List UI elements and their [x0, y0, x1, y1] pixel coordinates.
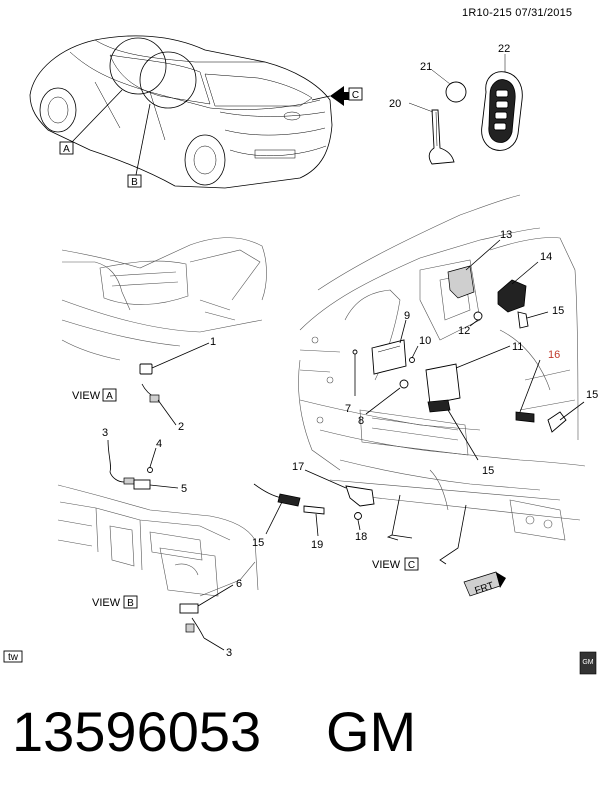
- callout-4: 4: [156, 438, 162, 450]
- callout-21: 21: [420, 61, 432, 73]
- gm-logo-icon: [579, 651, 597, 675]
- callout-16: 16: [548, 349, 560, 361]
- callout-1: 1: [210, 336, 216, 348]
- callout-17: 17: [292, 461, 304, 473]
- diagram-code: 1R10-215: [462, 7, 512, 19]
- view-b-letter: B: [127, 598, 134, 609]
- car-overview-illustration: [29, 35, 352, 189]
- car-ref-c: C: [352, 90, 359, 101]
- view-b-illustration: [57, 439, 259, 651]
- diagram-date: 07/31/2015: [515, 7, 573, 19]
- diagram-header: 1R10-215 07/31/2015: [462, 7, 572, 19]
- car-ref-a: A: [63, 144, 70, 155]
- callout-15-middle: 15: [482, 465, 494, 477]
- view-a-illustration: [61, 237, 267, 426]
- callout-labels: 1 2 3 4 5 6 7 8 9 10 11 12 13 14 15 16 1…: [102, 43, 598, 659]
- view-a-prefix: VIEW: [72, 390, 101, 402]
- callout-22: 22: [498, 43, 510, 55]
- brand-name: GM: [326, 700, 417, 763]
- corner-left-mark: tw: [8, 652, 19, 663]
- callout-5: 5: [181, 483, 187, 495]
- callout-10: 10: [419, 335, 431, 347]
- view-c-illustration: [253, 194, 586, 597]
- part-number: 13596053: [12, 700, 262, 763]
- callout-18: 18: [355, 531, 367, 543]
- view-a-letter-box: [102, 388, 117, 402]
- view-b-prefix: VIEW: [92, 597, 121, 609]
- key-fob-parts: [408, 54, 523, 165]
- car-ref-b: B: [131, 177, 138, 188]
- callout-15-lower: 15: [252, 537, 264, 549]
- corner-left-box: [3, 650, 23, 663]
- view-b-letter-box: [123, 595, 138, 609]
- view-a-letter: A: [106, 391, 113, 402]
- callout-15-right: 15: [586, 389, 598, 401]
- callout-3: 3: [102, 427, 108, 439]
- callout-19: 19: [311, 539, 323, 551]
- car-ref-b-box: [127, 174, 142, 188]
- view-c-prefix: VIEW: [372, 559, 401, 571]
- view-c-letter: C: [408, 560, 415, 571]
- callout-8: 8: [358, 415, 364, 427]
- callout-13: 13: [500, 229, 512, 241]
- callout-2: 2: [178, 421, 184, 433]
- corner-right-mark: GM: [582, 659, 593, 666]
- callout-3-lower: 3: [226, 647, 232, 659]
- callout-6: 6: [236, 578, 242, 590]
- callout-12: 12: [458, 325, 470, 337]
- callout-15-upper: 15: [552, 305, 564, 317]
- callout-20: 20: [389, 98, 401, 110]
- callout-9: 9: [404, 310, 410, 322]
- car-ref-c-box: [348, 87, 363, 101]
- callout-14: 14: [540, 251, 552, 263]
- callout-11: 11: [512, 341, 523, 353]
- callout-7: 7: [345, 403, 351, 415]
- car-ref-a-box: [59, 141, 74, 155]
- view-c-letter-box: [404, 557, 419, 571]
